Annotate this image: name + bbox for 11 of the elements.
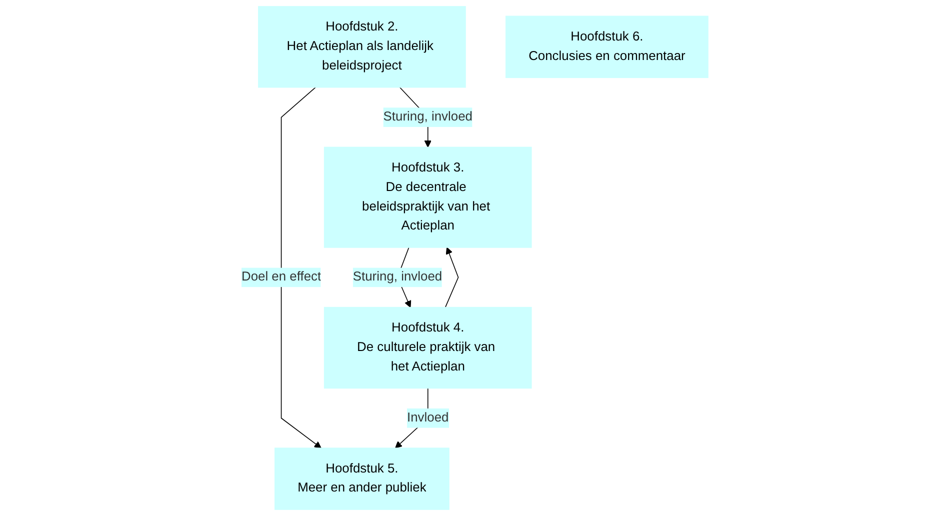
node-box: Hoofdstuk 6. Conclusies en commentaar	[506, 16, 709, 78]
arrow	[445, 247, 459, 308]
node-box: Hoofdstuk 3. De decentrale beleidspraktijk van het Actieplan	[324, 146, 532, 248]
node-box: Hoofdstuk 5. Meer en ander publiek	[274, 448, 450, 510]
node-box: Hoofdstuk 2. Het Actieplan als landelijk beleidsproject	[258, 6, 466, 88]
edge-label: Invloed	[407, 410, 449, 425]
arrow	[281, 86, 322, 448]
edge-label: Doel en effect	[242, 270, 322, 284]
edge-label: Sturing, invloed	[384, 110, 473, 124]
node-box: Hoofdstuk 4. De culturele praktijk van het Actieplan	[324, 306, 532, 389]
edge-label: Sturing, invloed	[353, 270, 442, 284]
